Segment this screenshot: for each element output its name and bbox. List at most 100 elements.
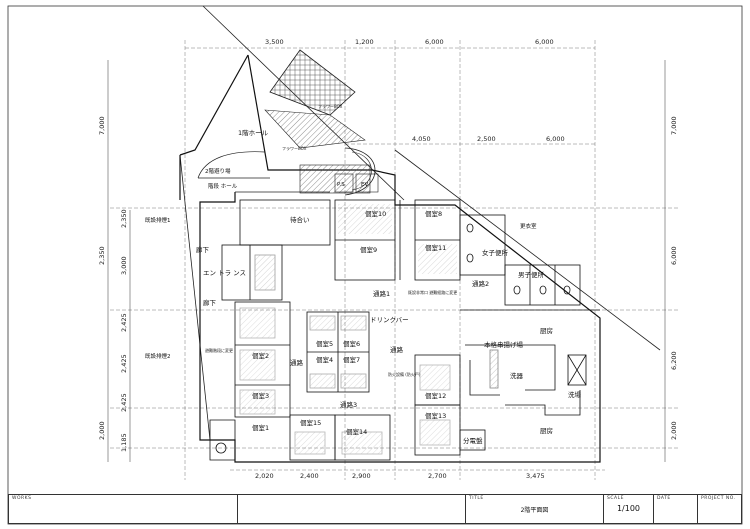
title-block: WORKS TITLE 2階平面図 SCALE 1/100 DATE PROJE… — [8, 494, 742, 524]
room-private-3: 個室3 — [252, 391, 269, 400]
room-private-2: 個室2 — [252, 351, 269, 360]
room-staff: 更衣室 — [520, 222, 537, 230]
dim-top-inner-3: 6,000 — [546, 135, 565, 143]
note-exit: 避難階段に変更 — [205, 347, 233, 353]
ev-box — [355, 173, 379, 193]
room-passage-3: 通路3 — [340, 400, 357, 409]
room-dish: 洗器 — [510, 371, 524, 380]
room-passage-1: 通路1 — [373, 289, 390, 298]
label-exit-stair-1: 既設排煙1 — [145, 216, 171, 224]
dim-top-2: 1,200 — [355, 38, 374, 46]
dim-left-2: 2,350 — [120, 209, 128, 228]
dim-left-4: 2,425 — [120, 313, 128, 332]
drawing-title: 2階平面図 — [520, 507, 549, 514]
ev-label: EV — [361, 182, 368, 188]
dim-left-8: 1,185 — [120, 433, 128, 452]
room-dish2: 洗場 — [568, 390, 582, 399]
date-caption: DATE — [657, 496, 671, 501]
room-passage-4: 通路 — [290, 358, 304, 367]
room-hall-1f: 1階ホール — [238, 128, 269, 137]
room-private-4: 個室4 — [316, 355, 333, 364]
room-private-7: 個室7 — [343, 355, 360, 364]
room-escape: 2階避り場 — [205, 167, 231, 175]
dim-bottom-4: 2,700 — [428, 472, 447, 480]
room-private-9: 個室9 — [360, 245, 377, 254]
room-private-12: 個室12 — [425, 391, 446, 400]
title-block-blank — [237, 495, 465, 523]
elec-box — [459, 429, 486, 451]
hall-walls — [197, 151, 330, 193]
room-back: 厨房 — [540, 426, 553, 435]
center-rooms-block — [306, 311, 370, 393]
title-caption: TITLE — [469, 496, 484, 501]
title-block-scale: SCALE 1/100 — [603, 495, 653, 523]
room-elec: 分電盤 — [463, 436, 483, 445]
title-block-works: WORKS — [9, 495, 237, 523]
sheet-border — [7, 5, 743, 525]
dim-top-inner-1: 4,050 — [412, 135, 431, 143]
room-passage-2: 通路2 — [472, 279, 489, 288]
room-private-11: 個室11 — [425, 243, 446, 252]
room-kitchen: 厨房 — [540, 326, 553, 335]
note-fire: 防火設備 (防火戸) — [388, 371, 421, 377]
room-bar: 本格串揚げ場 — [484, 340, 524, 349]
right-rooms-block — [414, 354, 461, 456]
dim-top-1: 3,500 — [265, 38, 284, 46]
toilet-walls — [459, 214, 581, 306]
dim-left-5: 2,425 — [120, 354, 128, 373]
dim-left-3: 3,000 — [120, 256, 128, 275]
room-drink-bar: ドリンクバー — [370, 316, 409, 324]
room-private-5: 個室5 — [316, 339, 333, 348]
building-outline — [179, 54, 601, 463]
room-toilet-men: 男子便所 — [518, 270, 545, 279]
project-caption: PROJECT NO. — [701, 496, 736, 501]
dim-right-2: 6,000 — [670, 246, 678, 265]
note-flower-box-2: フラワーBOX — [282, 145, 307, 151]
dim-top-4: 6,000 — [535, 38, 554, 46]
room-corridor-left: 廊下 — [203, 298, 217, 307]
room-private-15: 個室15 — [300, 418, 321, 427]
room-hall-upper: 階段 ホール — [208, 182, 238, 190]
dim-bottom-3: 2,900 — [352, 472, 371, 480]
room-private-10: 個室10 — [365, 209, 386, 218]
ps-label: P.S — [337, 182, 345, 188]
note-vent: 既設非常口 避難経路に変更 — [408, 289, 457, 295]
dim-top-inner-2: 2,500 — [477, 135, 496, 143]
room-private-14: 個室14 — [346, 427, 367, 436]
works-caption: WORKS — [12, 496, 32, 501]
title-block-date: DATE — [653, 495, 697, 523]
title-block-project: PROJECT NO. — [697, 495, 741, 523]
dim-right-4: 2,000 — [670, 421, 678, 440]
room-private-8: 個室8 — [425, 209, 442, 218]
scale-caption: SCALE — [607, 496, 624, 501]
title-block-title: TITLE 2階平面図 — [465, 495, 603, 523]
dim-bottom-5: 3,475 — [526, 472, 545, 480]
dim-right-3: 6,200 — [670, 351, 678, 370]
room-hatch-11 — [418, 244, 457, 274]
left-rooms-block — [209, 301, 291, 461]
room-toilet-women: 女子便所 — [482, 248, 509, 257]
dim-top-3: 6,000 — [425, 38, 444, 46]
room-passage-5: 通路 — [390, 345, 404, 354]
dim-left-1: 7,000 — [98, 116, 106, 135]
dim-left-big: 2,350 — [98, 246, 106, 265]
dim-left-6: 2,425 — [120, 393, 128, 412]
room-private-1: 個室1 — [252, 423, 269, 432]
entrance-walls — [221, 199, 331, 301]
kitchen-walls — [460, 309, 600, 416]
room-private-13: 個室13 — [425, 411, 446, 420]
drawing-scale: 1/100 — [616, 504, 641, 513]
ps-box — [334, 173, 354, 193]
dim-right-1: 7,000 — [670, 116, 678, 135]
dimension-ticks — [107, 60, 666, 462]
room-private-6: 個室6 — [343, 339, 360, 348]
dim-bottom-1: 2,020 — [255, 472, 274, 480]
stair-grid — [264, 49, 376, 196]
label-exit-stair-2: 既設排煙2 — [145, 352, 171, 360]
room-entrance: エン トラ ンス — [203, 269, 246, 277]
dim-bottom-2: 2,400 — [300, 472, 319, 480]
note-flower-box-1: フラワーBOX — [318, 103, 343, 109]
bottom-rooms-block — [289, 414, 391, 461]
